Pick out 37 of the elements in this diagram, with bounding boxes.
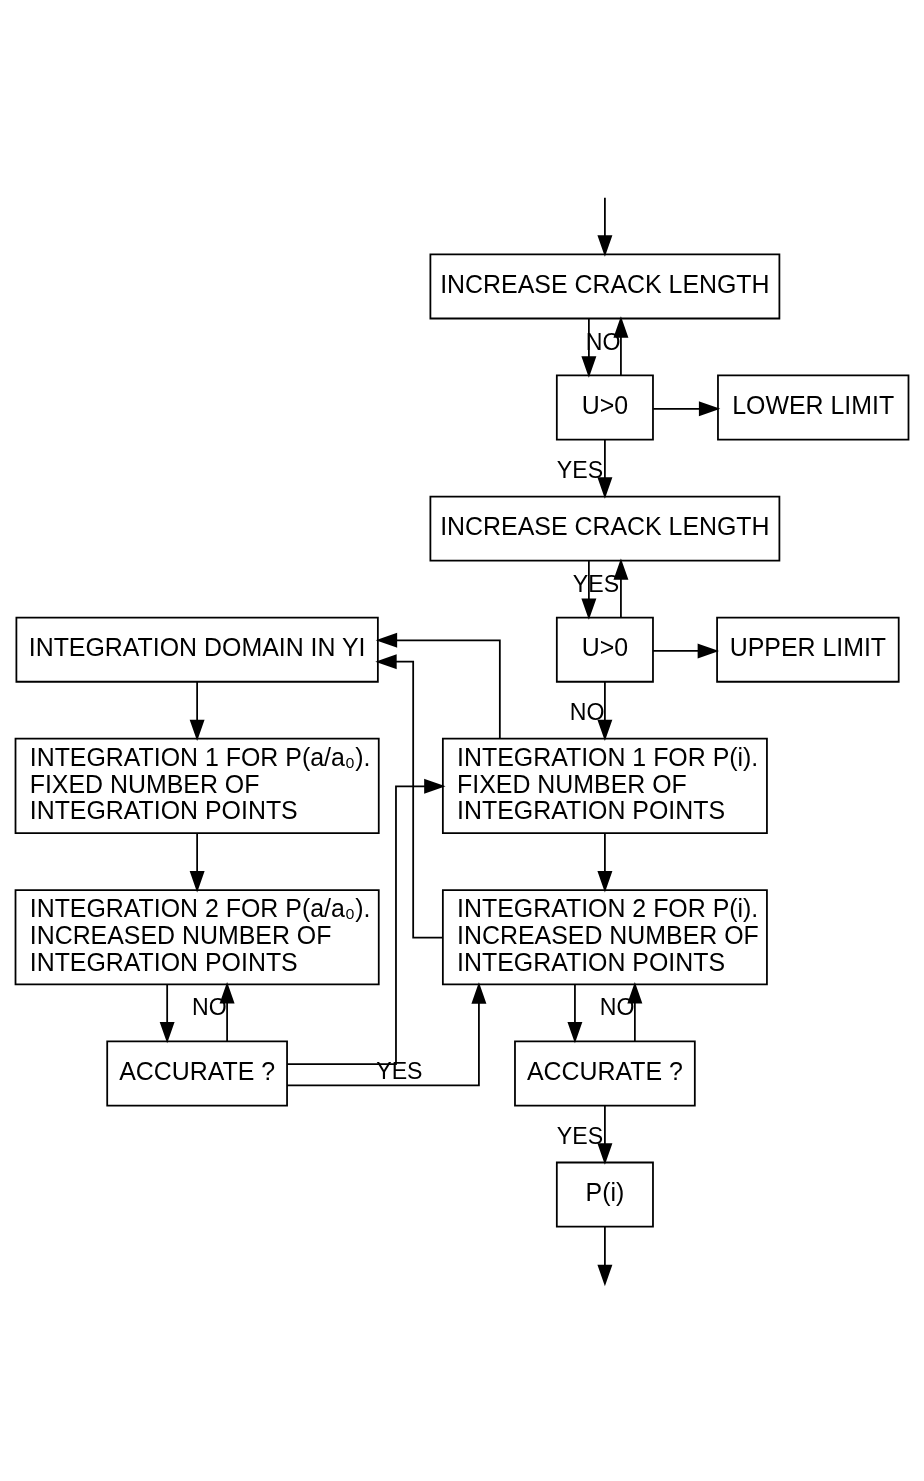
node-box: INTEGRATION 2 FOR P(i). INCREASED NUMBER OF INTEGRATION POINTS — [441, 889, 768, 986]
edge-label: NO — [599, 994, 635, 1021]
edge-label: YES — [556, 456, 604, 483]
arrow — [597, 196, 613, 257]
node-box: INCREASE CRACK LENGTH — [429, 495, 781, 562]
node-box: P(i) — [555, 1161, 654, 1228]
arrow — [597, 832, 613, 893]
arrow — [375, 632, 501, 740]
node-box: UPPER LIMIT — [716, 616, 900, 683]
node-box: LOWER LIMIT — [717, 374, 910, 441]
node-box: INTEGRATION 1 FOR P(a/a₀). FIXED NUMBER OF INTEGRATION POINTS — [14, 737, 380, 834]
node-box: U>0 — [555, 374, 654, 441]
node-box: INTEGRATION 1 FOR P(i). FIXED NUMBER OF INTEGRATION POINTS — [441, 737, 768, 834]
arrow — [286, 778, 446, 1065]
arrow — [613, 316, 629, 376]
edge-label: NO — [569, 698, 605, 725]
node-box: ACCURATE ? — [514, 1040, 696, 1107]
arrow — [597, 681, 613, 742]
arrow — [189, 832, 205, 893]
arrow — [375, 654, 444, 939]
arrow — [597, 1226, 613, 1287]
node-box: INTEGRATION DOMAIN IN YI — [15, 616, 379, 683]
node-box: ACCURATE ? — [106, 1040, 288, 1107]
node-box: INTEGRATION 2 FOR P(a/a₀). INCREASED NUMBER OF INTEGRATION POINTS — [14, 889, 380, 986]
arrow — [286, 982, 487, 1087]
node-box: U>0 — [555, 616, 654, 683]
edge-label: YES — [376, 1058, 423, 1085]
arrow — [567, 984, 583, 1044]
arrow — [189, 681, 205, 742]
arrow — [613, 558, 629, 619]
arrow — [597, 1105, 613, 1165]
arrow — [652, 643, 720, 659]
arrow — [652, 401, 721, 417]
arrow — [159, 984, 175, 1044]
node-box: INCREASE CRACK LENGTH — [429, 253, 781, 320]
edge-label: YES — [556, 1122, 604, 1149]
arrow — [597, 439, 613, 499]
